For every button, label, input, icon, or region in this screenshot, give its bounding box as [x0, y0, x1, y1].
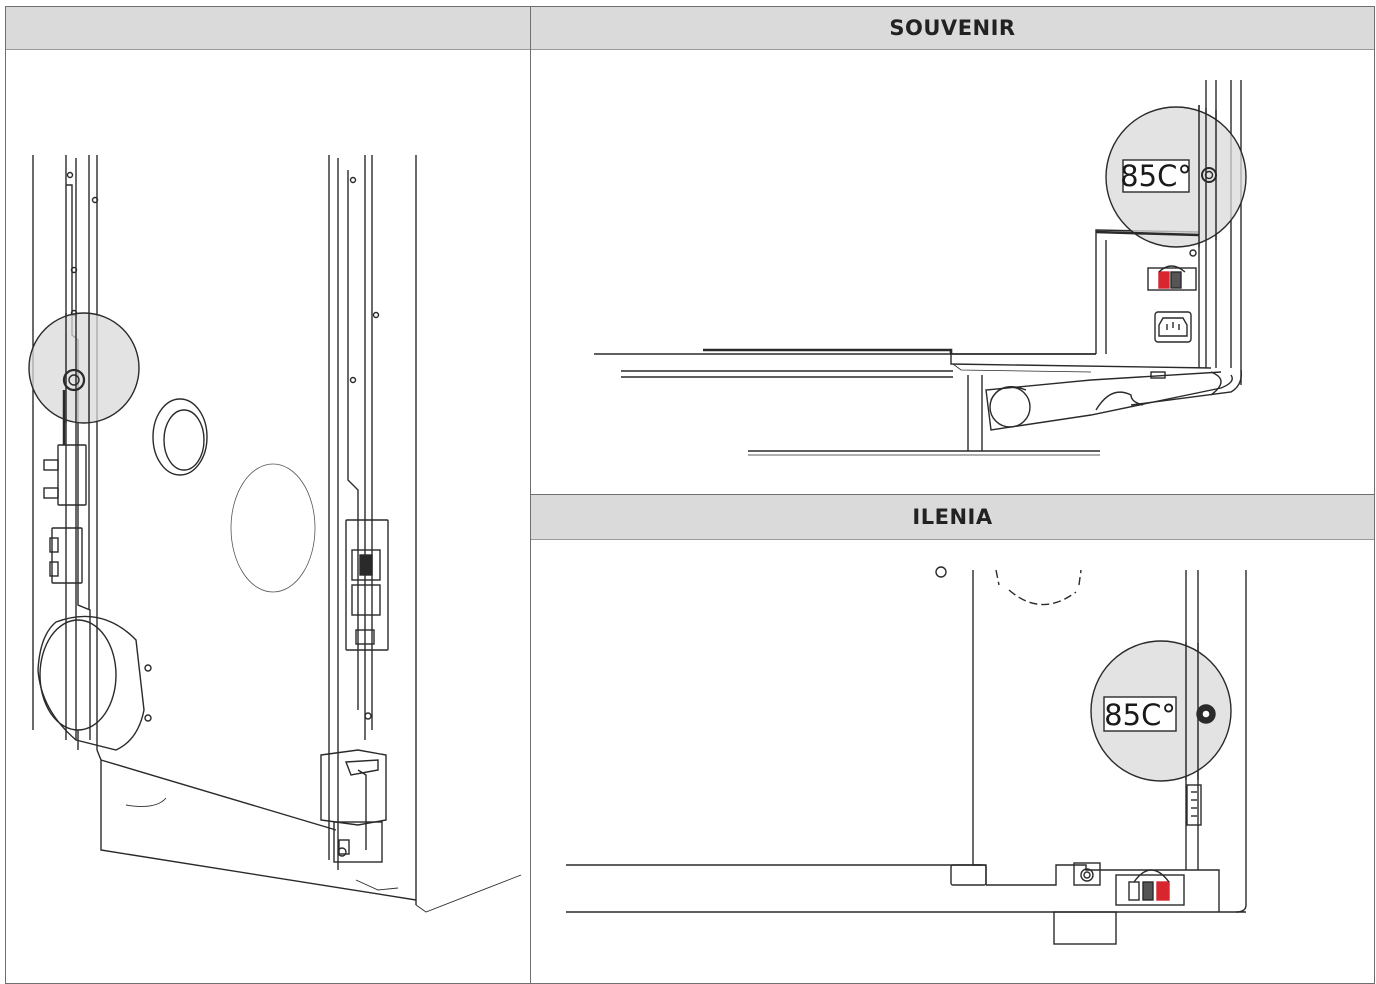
souvenir-drawing: 85C°	[531, 50, 1375, 494]
ilenia-header: ILENIA	[531, 495, 1374, 540]
ilenia-drawing: 85C°	[531, 540, 1375, 983]
souvenir-title: SOUVENIR	[889, 16, 1016, 40]
ilenia-title: ILENIA	[912, 505, 993, 529]
rear-view-svg	[28, 155, 522, 913]
ilenia-thermostat-label: 85C°	[1104, 698, 1176, 732]
souvenir-thermostat-label: 85C°	[1120, 159, 1192, 193]
rear-view-drawing	[6, 50, 530, 983]
vertical-divider	[530, 6, 531, 984]
souvenir-header: SOUVENIR	[531, 7, 1374, 50]
magnifier-circle-rear	[28, 312, 140, 424]
horizontal-divider	[531, 494, 1375, 495]
left-panel-header	[6, 7, 530, 50]
ilenia-svg: 85C°	[566, 566, 1247, 945]
souvenir-svg: 85C°	[594, 80, 1247, 456]
